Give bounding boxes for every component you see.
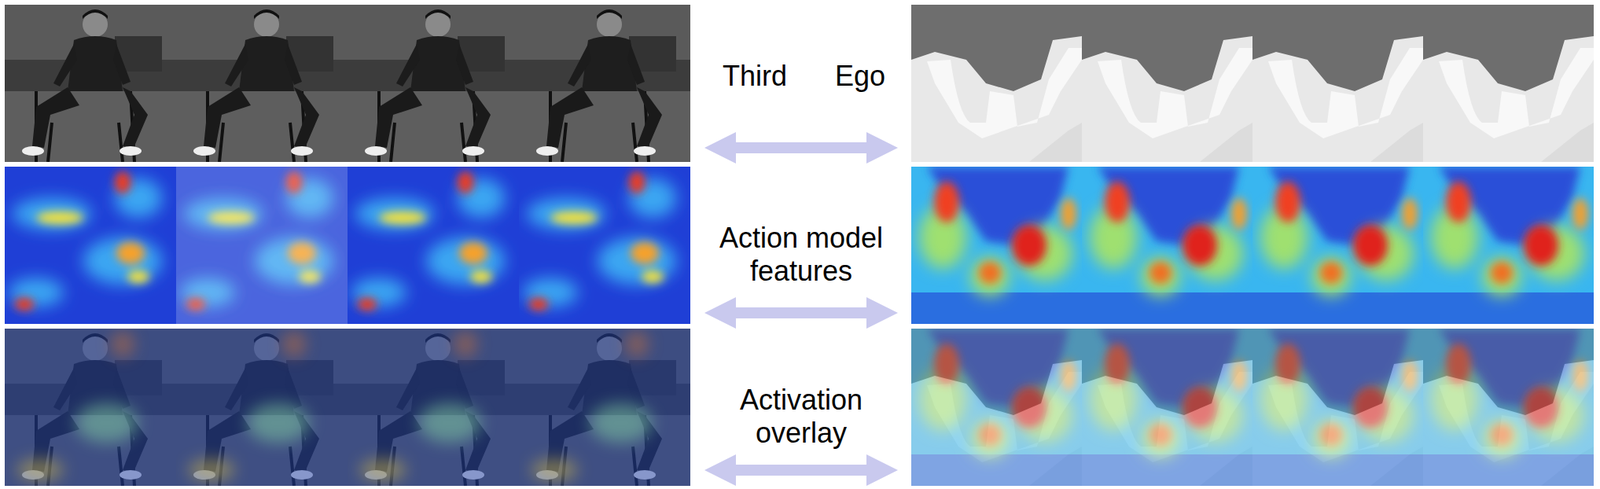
row-label: Action model features	[695, 221, 908, 288]
third-person-frames	[4, 4, 691, 486]
egocentric-frames	[911, 4, 1594, 486]
row-label: Activation overlay	[695, 383, 908, 450]
view-label: Ego	[816, 59, 904, 93]
view-label: Third	[699, 59, 810, 93]
